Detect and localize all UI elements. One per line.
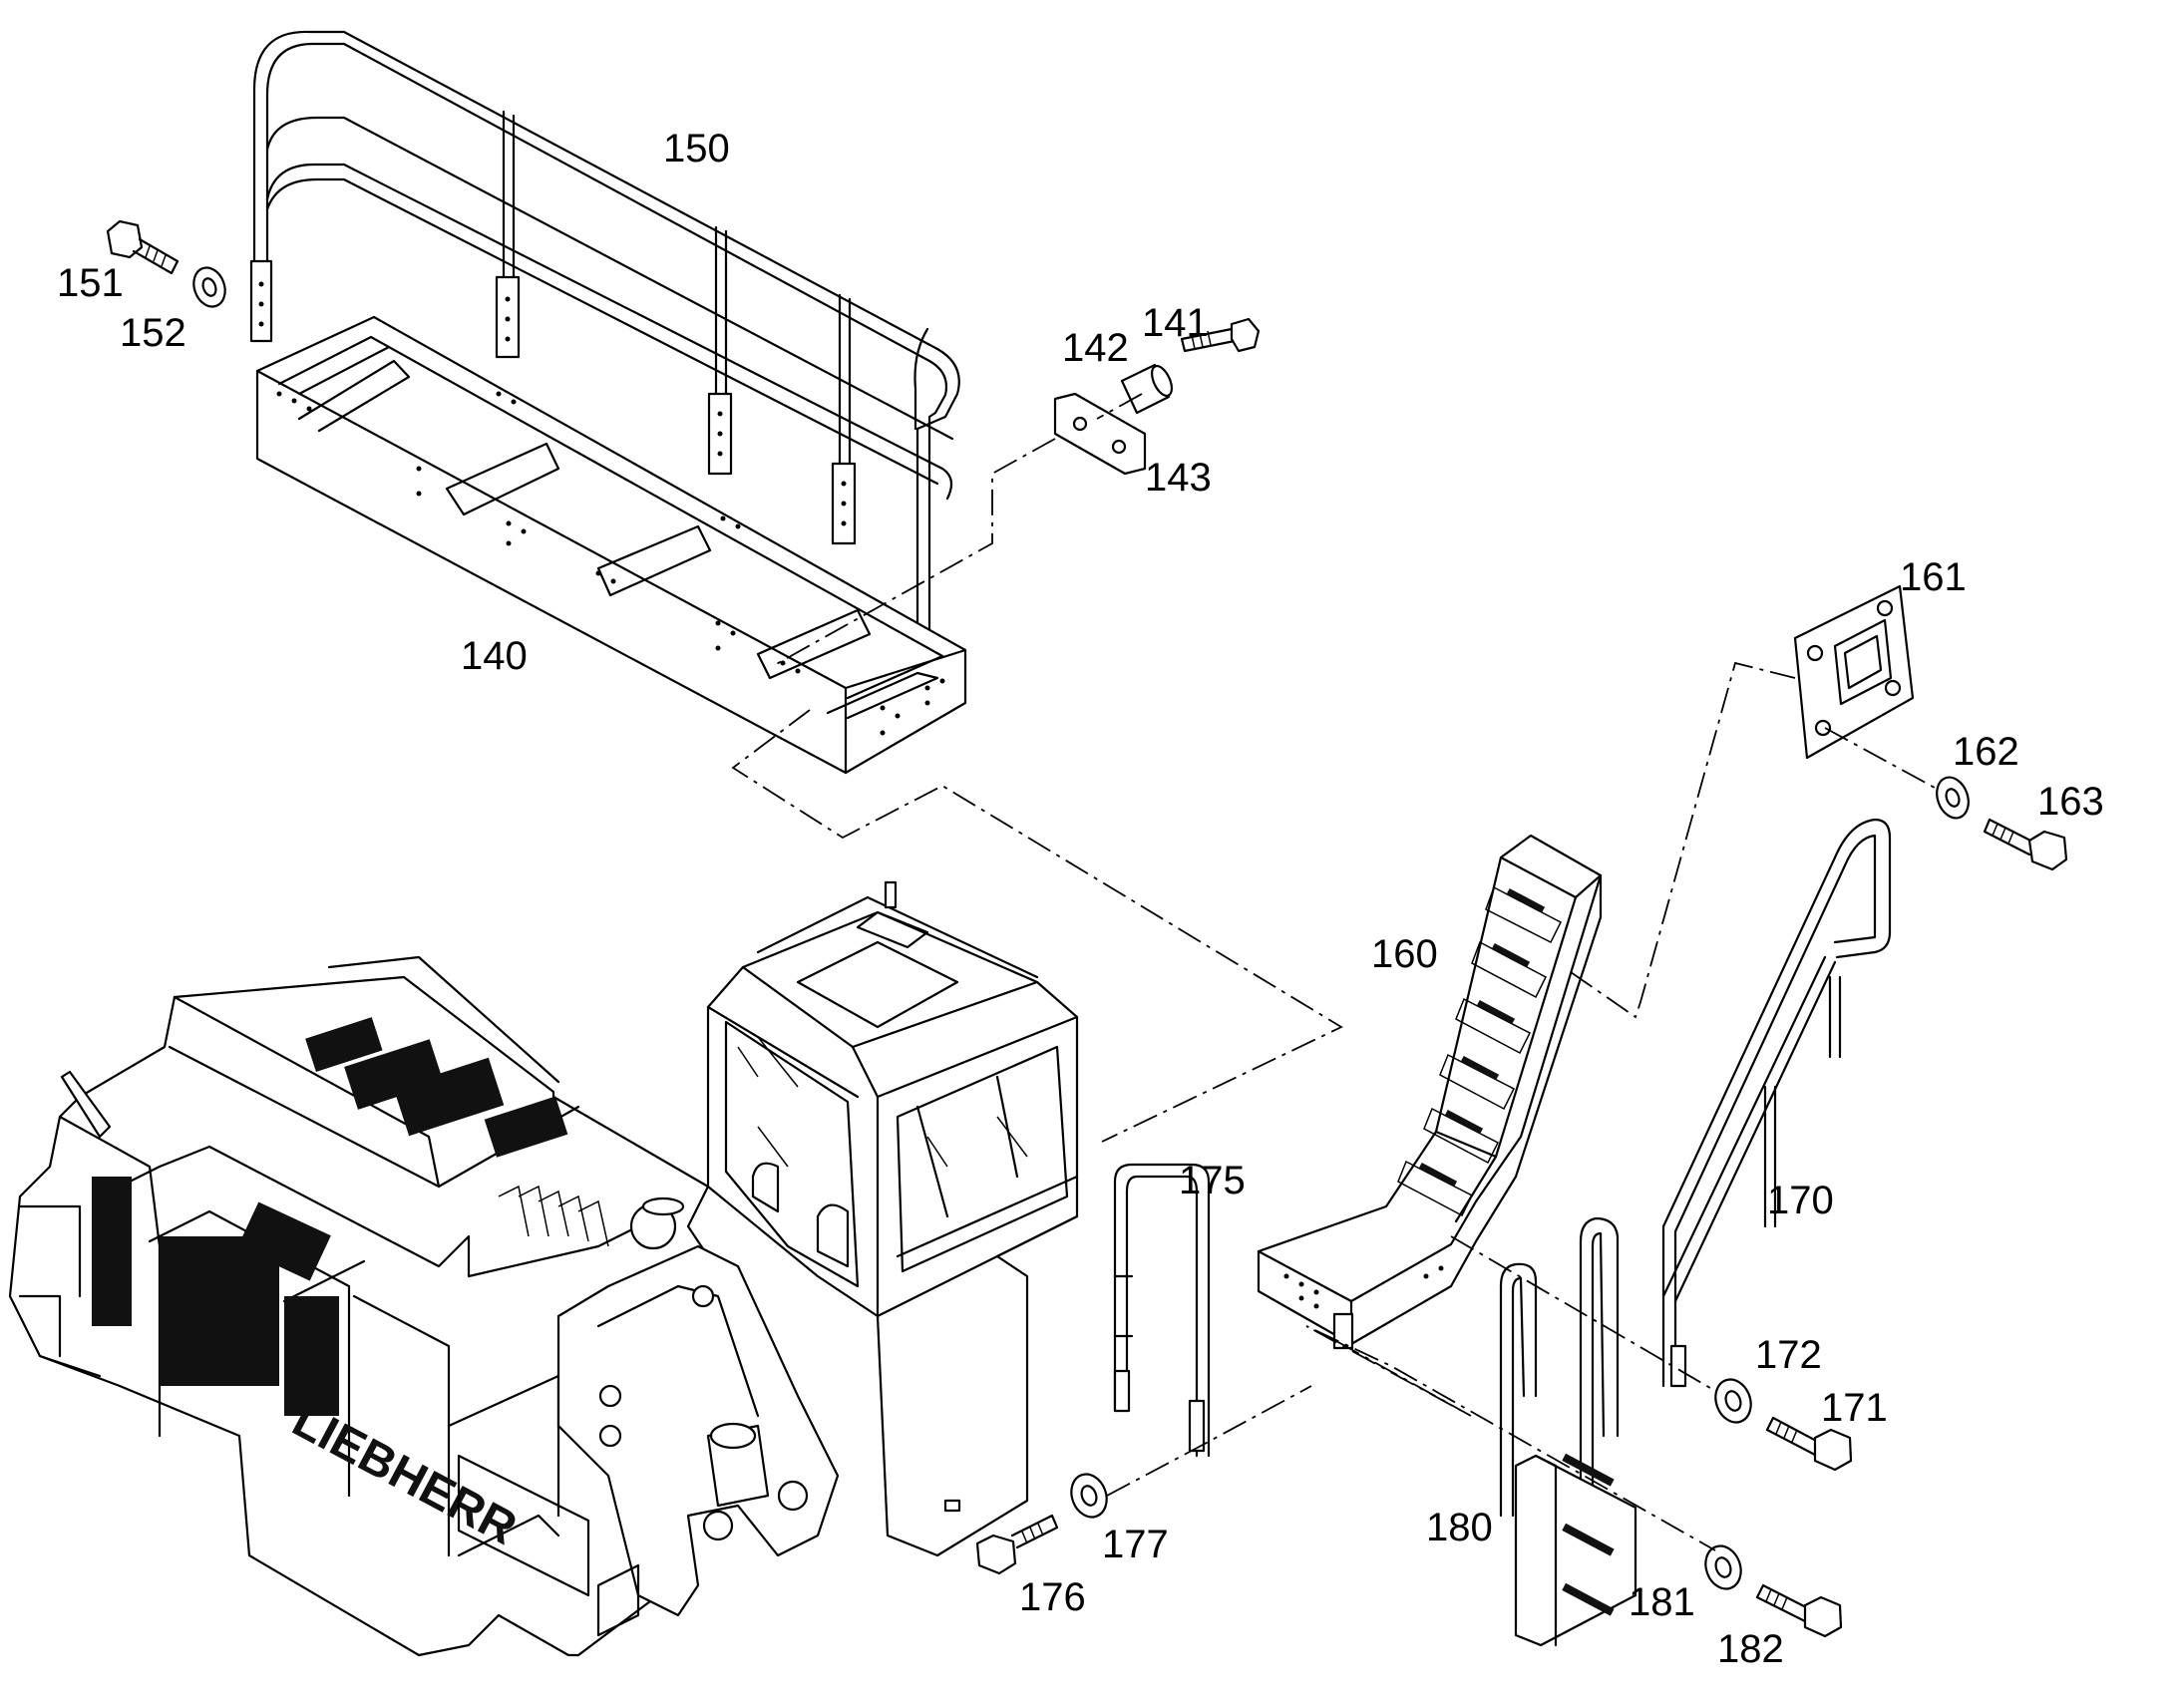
stair-160 bbox=[1257, 834, 1603, 1350]
washer-177 bbox=[1070, 1473, 1108, 1519]
label-162: 162 bbox=[1953, 730, 2019, 774]
bolt-171 bbox=[1765, 1416, 1853, 1472]
label-181: 181 bbox=[1629, 1580, 1695, 1624]
bolt-163 bbox=[1983, 818, 2068, 871]
label-163: 163 bbox=[2037, 780, 2104, 824]
bolt-182 bbox=[1755, 1583, 1843, 1638]
washer-152 bbox=[192, 266, 226, 308]
label-160: 160 bbox=[1371, 932, 1438, 976]
part-labels: 150 151 152 141 142 143 140 161 162 163 … bbox=[57, 127, 2104, 1671]
label-161: 161 bbox=[1900, 555, 1967, 599]
label-177: 177 bbox=[1102, 1523, 1169, 1566]
excavator-machine: LIEBHERR bbox=[8, 955, 840, 1657]
handrail-175 bbox=[1113, 1163, 1211, 1458]
ladder-180 bbox=[1499, 1216, 1637, 1647]
railing-150 bbox=[249, 30, 960, 650]
plate-143 bbox=[1053, 392, 1147, 476]
label-151: 151 bbox=[57, 261, 124, 305]
washer-162 bbox=[1936, 776, 1970, 820]
bolt-151 bbox=[106, 219, 180, 275]
washer-181 bbox=[1704, 1544, 1742, 1590]
assembly-lines bbox=[731, 393, 1936, 1551]
label-182: 182 bbox=[1717, 1627, 1784, 1671]
label-172: 172 bbox=[1755, 1333, 1822, 1377]
bolt-141 bbox=[1180, 317, 1261, 353]
label-141: 141 bbox=[1142, 301, 1209, 345]
label-180: 180 bbox=[1426, 1506, 1493, 1549]
label-143: 143 bbox=[1145, 456, 1212, 500]
label-142: 142 bbox=[1062, 326, 1129, 370]
label-170: 170 bbox=[1767, 1179, 1834, 1222]
label-175: 175 bbox=[1179, 1159, 1246, 1202]
handrail-170 bbox=[1661, 818, 1892, 1388]
washer-172 bbox=[1714, 1378, 1752, 1424]
bolt-176 bbox=[975, 1514, 1059, 1575]
mount-plate-161 bbox=[1793, 584, 1915, 760]
label-150: 150 bbox=[663, 127, 730, 171]
label-176: 176 bbox=[1019, 1575, 1086, 1619]
label-171: 171 bbox=[1821, 1386, 1888, 1430]
label-140: 140 bbox=[461, 634, 528, 678]
label-152: 152 bbox=[120, 311, 186, 355]
spacer-142 bbox=[1120, 363, 1174, 415]
platform-box-140 bbox=[255, 315, 967, 775]
operator-cab bbox=[706, 880, 1079, 1557]
